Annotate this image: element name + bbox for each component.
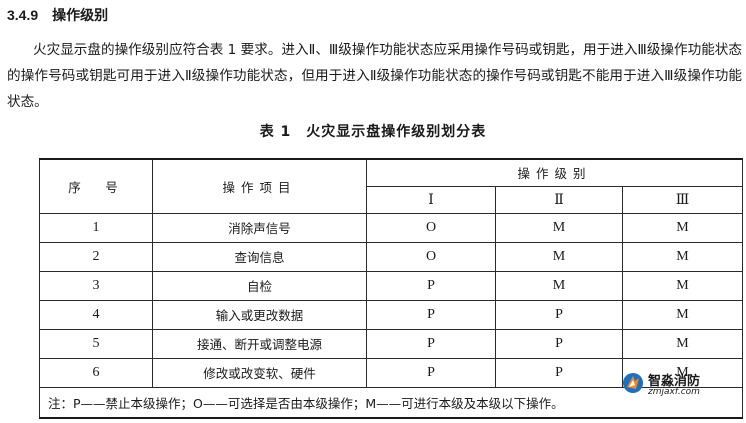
- table-row: 4 输入或更改数据 P P M: [39, 299, 744, 330]
- row-level-1: P: [366, 328, 496, 359]
- table-caption: 表 1 火灾显示盘操作级别划分表: [259, 124, 487, 140]
- row-level-1: O: [366, 241, 496, 272]
- watermark-site: zmjaxf.com: [648, 387, 700, 397]
- row-level-2: M: [495, 270, 623, 301]
- row-level-3: M: [621, 241, 744, 272]
- watermark: 智淼消防 zmjaxf.com: [622, 370, 732, 406]
- header-level-3: Ⅲ: [621, 185, 744, 214]
- row-seq: 4: [39, 299, 153, 330]
- row-level-1: P: [366, 299, 496, 330]
- row-item: 查询信息: [152, 241, 367, 272]
- row-level-1: P: [366, 357, 496, 388]
- row-seq: 6: [39, 357, 153, 388]
- row-seq: 3: [39, 270, 153, 301]
- row-level-1: P: [366, 270, 496, 301]
- table-row: 2 查询信息 O M M: [39, 241, 744, 272]
- row-level-2: M: [495, 212, 623, 243]
- table-row: 1 消除声信号 O M M: [39, 212, 744, 243]
- row-seq: 2: [39, 241, 153, 272]
- row-item: 接通、断开或调整电源: [152, 328, 367, 359]
- watermark-logo-icon: [623, 373, 643, 393]
- header-level-1: Ⅰ: [366, 185, 496, 214]
- row-item: 修改或改变软、硬件: [152, 357, 367, 388]
- row-level-2: P: [495, 299, 623, 330]
- section-heading: 3.4.9 操作级别: [7, 5, 108, 25]
- section-title: 操作级别: [52, 8, 109, 24]
- paragraph-text: 火灾显示盘的操作级别应符合表 1 要求。进入Ⅱ、Ⅲ级操作功能状态应采用操作号码或…: [7, 42, 742, 110]
- row-level-2: M: [495, 241, 623, 272]
- header-level-group: 操作级别: [365, 158, 744, 187]
- row-level-3: M: [621, 328, 744, 359]
- header-seq: 序 号: [39, 158, 153, 214]
- row-level-3: M: [621, 299, 744, 330]
- header-item: 操作项目: [152, 158, 367, 214]
- row-seq: 1: [39, 212, 153, 243]
- row-item: 自检: [152, 270, 367, 301]
- row-level-2: P: [495, 328, 623, 359]
- row-item: 消除声信号: [152, 212, 367, 243]
- row-level-2: P: [495, 357, 623, 388]
- operation-level-table: 序 号 操作项目 操作级别 Ⅰ Ⅱ Ⅲ 1 消除声信号 O M M 2 查询信息…: [38, 158, 744, 419]
- row-level-3: M: [621, 270, 744, 301]
- table-row: 3 自检 P M M: [39, 270, 744, 301]
- header-level-2: Ⅱ: [495, 185, 623, 214]
- row-item: 输入或更改数据: [152, 299, 367, 330]
- table-note: 注：P——禁止本级操作；O——可选择是否由本级操作；M——可进行本级及本级以下操…: [38, 386, 744, 419]
- table-row: 5 接通、断开或调整电源 P P M: [39, 328, 744, 359]
- section-number: 3.4.9: [7, 7, 39, 23]
- row-level-1: O: [366, 212, 496, 243]
- row-seq: 5: [39, 328, 153, 359]
- row-level-3: M: [621, 212, 744, 243]
- watermark-title: 智淼消防: [648, 374, 701, 389]
- body-paragraph: 火灾显示盘的操作级别应符合表 1 要求。进入Ⅱ、Ⅲ级操作功能状态应采用操作号码或…: [7, 37, 742, 115]
